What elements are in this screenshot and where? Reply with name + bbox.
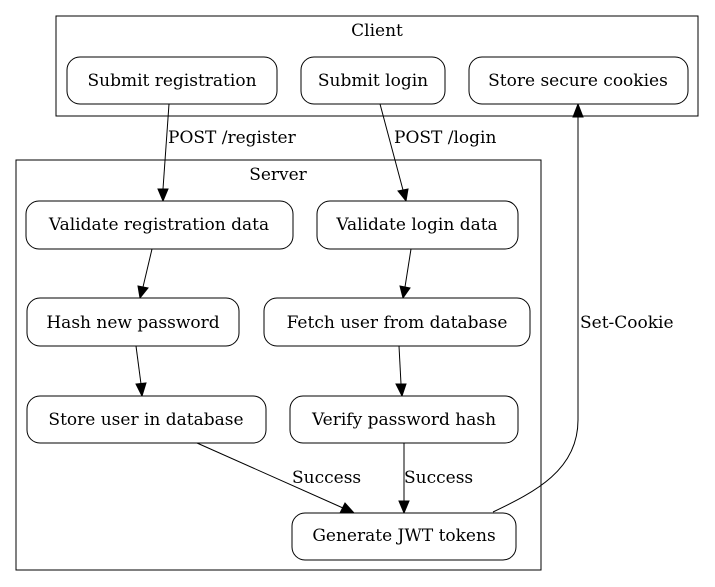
edge-label-post-register: POST /register (168, 128, 297, 148)
edge-verify-to-generate (398, 443, 410, 515)
node-fetch-user-label: Fetch user from database (287, 313, 508, 333)
client-cluster: Client (55, 15, 699, 117)
edge-hash-to-store-user (135, 345, 147, 398)
node-store-cookies-label: Store secure cookies (488, 71, 668, 91)
server-cluster: Server (15, 159, 542, 571)
node-generate-jwt: Generate JWT tokens (291, 512, 517, 561)
edge-fetch-to-verify (395, 345, 407, 398)
node-validate-registration-label: Validate registration data (48, 215, 269, 235)
node-verify-hash-label: Verify password hash (311, 410, 496, 430)
node-generate-jwt-label: Generate JWT tokens (312, 526, 495, 546)
node-hash-password: Hash new password (26, 297, 240, 347)
edge-submit-login-to-validate (379, 103, 409, 203)
node-validate-login: Validate login data (316, 200, 519, 250)
node-verify-hash: Verify password hash (289, 395, 519, 444)
edge-generate-to-store-cookies (492, 102, 584, 513)
node-hash-password-label: Hash new password (46, 313, 219, 333)
node-fetch-user: Fetch user from database (263, 297, 531, 347)
edge-validate-registration-to-hash (137, 248, 153, 300)
edge-label-success-verify: Success (404, 468, 473, 488)
node-submit-registration-label: Submit registration (87, 71, 256, 91)
node-submit-registration: Submit registration (66, 56, 278, 105)
server-cluster-label: Server (249, 165, 307, 185)
edge-label-success-store: Success (292, 468, 361, 488)
node-submit-login-label: Submit login (318, 71, 428, 91)
client-cluster-label: Client (351, 21, 403, 41)
edge-submit-registration-to-validate (157, 103, 170, 203)
node-validate-registration: Validate registration data (25, 200, 294, 250)
edge-label-set-cookie: Set-Cookie (580, 313, 674, 333)
node-validate-login-label: Validate login data (335, 215, 497, 235)
edge-label-post-login: POST /login (394, 128, 496, 148)
node-store-user: Store user in database (26, 395, 267, 444)
node-submit-login: Submit login (300, 56, 446, 105)
node-store-user-label: Store user in database (48, 410, 243, 430)
node-store-cookies: Store secure cookies (468, 56, 689, 105)
edge-validate-login-to-fetch (399, 248, 412, 300)
